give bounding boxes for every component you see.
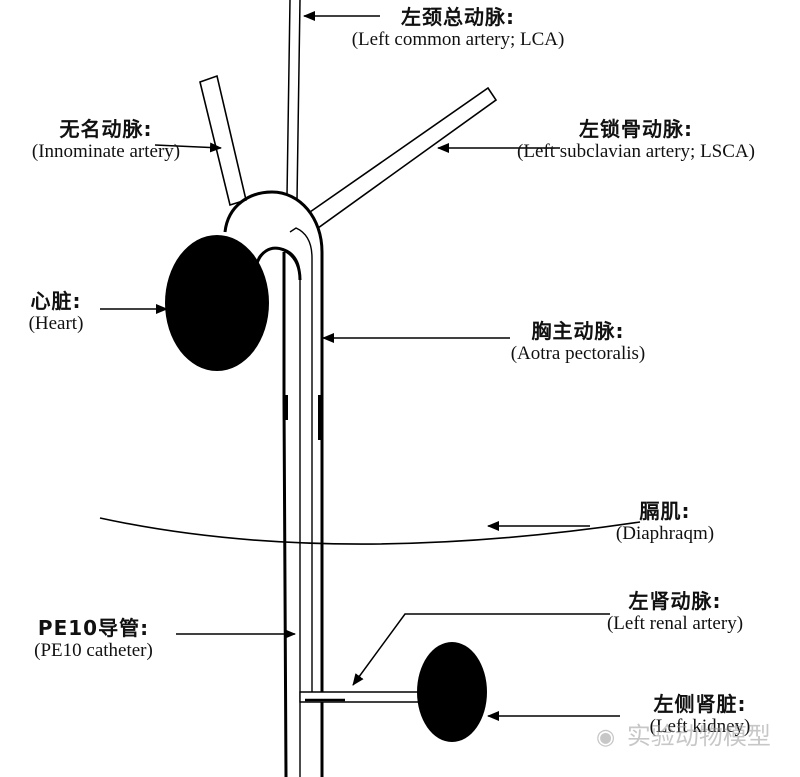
label-innominate-en: (Innominate artery) — [31, 141, 181, 162]
label-pe10-zh: PE10导管: — [37, 616, 150, 640]
label-aorta-zh: 胸主动脉: — [531, 319, 625, 343]
left-common-carotid-wall-left — [286, 0, 291, 197]
aortic-arch-outer — [223, 190, 324, 777]
label-diaphragm-en: (Diaphraqm) — [615, 523, 715, 544]
label-lca-zh: 左颈总动脉: — [401, 5, 515, 29]
label-lsca-en: (Left subclavian artery; LSCA) — [517, 141, 755, 162]
label-lsca-zh: 左锁骨动脉: — [579, 117, 693, 141]
label-kidney-en: (Left kidney) — [649, 716, 751, 737]
wechat-icon: ◉ — [596, 725, 616, 750]
watermark: ◉ 实验动物模型 — [596, 716, 796, 766]
label-kidney: 左侧肾脏: (Left kidney) — [620, 693, 780, 738]
heart-aorta-connector — [253, 246, 302, 281]
label-aorta-en: (Aotra pectoralis) — [510, 343, 646, 364]
label-renal-zh: 左肾动脉: — [628, 589, 722, 613]
aorta-right-wall — [289, 227, 313, 700]
pe10-catheter-line — [282, 252, 288, 777]
label-aorta: 胸主动脉: (Aotra pectoralis) — [478, 320, 678, 365]
label-renal-en: (Left renal artery) — [606, 613, 744, 634]
label-heart: 心脏: (Heart) — [6, 290, 106, 335]
label-heart-en: (Heart) — [28, 313, 84, 334]
label-kidney-zh: 左侧肾脏: — [653, 692, 747, 716]
arrow-renal — [352, 613, 610, 686]
label-pe10-en: (PE10 catheter) — [34, 640, 153, 661]
innominate-artery — [199, 74, 247, 207]
arrow-innominate — [154, 142, 222, 153]
heart-shape — [165, 235, 269, 371]
kidney-shape — [417, 642, 487, 742]
label-heart-zh: 心脏: — [30, 289, 82, 313]
label-diaphragm: 膈肌: (Diaphraqm) — [580, 500, 750, 545]
label-innominate-zh: 无名动脉: — [59, 117, 153, 141]
left-common-carotid-wall-right — [296, 0, 301, 201]
label-pe10: PE10导管: (PE10 catheter) — [6, 617, 181, 662]
diaphragm-curve — [99, 517, 641, 545]
label-innominate: 无名动脉: (Innominate artery) — [6, 118, 206, 163]
label-lca: 左颈总动脉: (Left common artery; LCA) — [318, 6, 598, 51]
left-subclavian-artery — [308, 86, 498, 230]
label-lsca: 左锁骨动脉: (Left subclavian artery; LSCA) — [478, 118, 794, 163]
label-renal: 左肾动脉: (Left renal artery) — [580, 590, 770, 635]
label-lca-en: (Left common artery; LCA) — [351, 29, 565, 50]
watermark-text: 实验动物模型 — [626, 722, 771, 750]
label-diaphragm-zh: 膈肌: — [639, 499, 691, 523]
